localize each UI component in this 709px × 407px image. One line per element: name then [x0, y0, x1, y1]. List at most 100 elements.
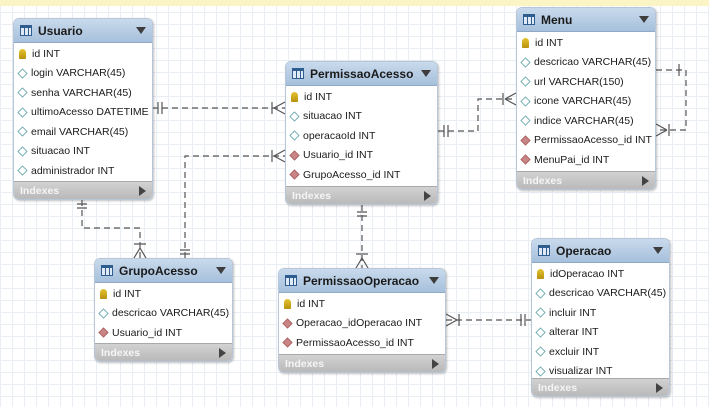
column-row[interactable]: id INT — [286, 87, 437, 107]
column-row[interactable]: id INT — [95, 284, 232, 304]
expand-caret-icon[interactable] — [216, 267, 226, 274]
indexes-label: Indexes — [101, 346, 141, 359]
column-row[interactable]: descricao VARCHAR(45) — [95, 304, 232, 324]
expand-arrow-icon[interactable] — [139, 185, 146, 196]
expand-arrow-icon[interactable] — [432, 358, 439, 369]
table-menu[interactable]: Menu id INT descricao VARCHAR(45) url VA… — [516, 7, 656, 190]
canvas-top-strip — [0, 0, 709, 6]
table-usuario[interactable]: Usuario id INT login VARCHAR(45) senha V… — [13, 18, 153, 200]
foreign-key-icon — [520, 154, 531, 165]
column-row[interactable]: GrupoAcesso_id INT — [286, 165, 437, 185]
attribute-icon — [535, 307, 546, 318]
rel-grupoacesso-permissaoacesso — [184, 155, 285, 258]
table-header[interactable]: Operacao — [532, 239, 669, 263]
column-row[interactable]: senha VARCHAR(45) — [14, 83, 152, 103]
indexes-bar[interactable]: Indexes — [279, 354, 445, 372]
column-label: Usuario_id INT — [303, 149, 374, 162]
column-row[interactable]: PermissaoAcesso_id INT — [279, 333, 445, 353]
column-row[interactable]: id INT — [517, 33, 655, 53]
column-row[interactable]: visualizar INT — [532, 362, 669, 382]
expand-caret-icon[interactable] — [639, 16, 649, 23]
table-header[interactable]: GrupoAcesso — [95, 259, 232, 283]
column-row[interactable]: situacao INT — [14, 142, 152, 162]
column-row[interactable]: indice VARCHAR(45) — [517, 111, 655, 131]
column-row[interactable]: id INT — [14, 44, 152, 64]
expand-caret-icon[interactable] — [653, 247, 663, 254]
table-grupoacesso[interactable]: GrupoAcesso id INT descricao VARCHAR(45)… — [94, 258, 233, 362]
column-label: situacao INT — [31, 145, 90, 158]
attribute-icon — [98, 308, 109, 319]
indexes-bar[interactable]: Indexes — [286, 186, 437, 204]
column-row[interactable]: Usuario_id INT — [286, 146, 437, 166]
table-permissaooperacao[interactable]: PermissaoOperacao id INT Operacao_idOper… — [278, 268, 446, 373]
column-label: senha VARCHAR(45) — [31, 86, 132, 99]
expand-arrow-icon[interactable] — [219, 347, 226, 358]
column-label: id INT — [297, 297, 326, 310]
column-row[interactable]: ultimoAcesso DATETIME — [14, 103, 152, 123]
column-row[interactable]: MenuPai_id INT — [517, 150, 655, 170]
column-row[interactable]: idOperacao INT — [532, 264, 669, 284]
table-operacao[interactable]: Operacao idOperacao INT descricao VARCHA… — [531, 238, 670, 397]
column-label: Operacao_idOperacao INT — [296, 317, 423, 330]
column-label: MenuPai_id INT — [534, 153, 610, 166]
column-row[interactable]: url VARCHAR(150) — [517, 72, 655, 92]
column-row[interactable]: login VARCHAR(45) — [14, 64, 152, 84]
indexes-bar[interactable]: Indexes — [14, 181, 152, 199]
table-header[interactable]: Menu — [517, 8, 655, 32]
column-row[interactable]: operacaoId INT — [286, 126, 437, 146]
column-row[interactable]: administrador INT — [14, 161, 152, 181]
attribute-icon — [535, 366, 546, 377]
column-row[interactable]: excluir INT — [532, 342, 669, 362]
attribute-icon — [520, 115, 531, 126]
column-label: icone VARCHAR(45) — [534, 95, 632, 108]
attribute-icon — [535, 346, 546, 357]
attribute-icon — [17, 68, 28, 79]
indexes-label: Indexes — [523, 174, 563, 187]
column-row[interactable]: email VARCHAR(45) — [14, 122, 152, 142]
expand-arrow-icon[interactable] — [424, 190, 431, 201]
column-label: alterar INT — [549, 326, 599, 339]
column-row[interactable]: incluir INT — [532, 303, 669, 323]
column-label: id INT — [535, 36, 564, 49]
rel-menu-self — [656, 69, 687, 131]
column-label: ultimoAcesso DATETIME — [31, 106, 149, 119]
expand-arrow-icon[interactable] — [642, 175, 649, 186]
column-label: excluir INT — [549, 345, 600, 358]
primary-key-icon — [19, 48, 26, 59]
foreign-key-icon — [520, 135, 531, 146]
column-row[interactable]: descricao VARCHAR(45) — [532, 284, 669, 304]
column-label: descricao VARCHAR(45) — [112, 307, 230, 320]
table-header[interactable]: PermissaoOperacao — [279, 269, 445, 293]
primary-key-icon — [537, 268, 544, 279]
attribute-icon — [17, 126, 28, 137]
foreign-key-icon — [282, 318, 293, 329]
column-label: situacao INT — [303, 110, 362, 123]
indexes-bar[interactable]: Indexes — [95, 343, 232, 361]
column-row[interactable]: icone VARCHAR(45) — [517, 92, 655, 112]
expand-arrow-icon[interactable] — [656, 382, 663, 393]
column-label: visualizar INT — [549, 365, 613, 378]
column-row[interactable]: descricao VARCHAR(45) — [517, 53, 655, 73]
expand-caret-icon[interactable] — [421, 70, 431, 77]
column-row[interactable]: Operacao_idOperacao INT — [279, 314, 445, 334]
column-row[interactable]: Usuario_id INT — [95, 323, 232, 343]
column-label: email VARCHAR(45) — [31, 125, 129, 138]
primary-key-icon — [522, 37, 529, 48]
table-permissaoacesso[interactable]: PermissaoAcesso id INT situacao INT oper… — [285, 61, 438, 205]
indexes-bar[interactable]: Indexes — [517, 171, 655, 189]
primary-key-icon — [284, 298, 291, 309]
column-row[interactable]: id INT — [279, 294, 445, 314]
table-icon — [523, 14, 535, 25]
column-row[interactable]: situacao INT — [286, 107, 437, 127]
table-icon — [538, 245, 550, 256]
expand-caret-icon[interactable] — [429, 277, 439, 284]
foreign-key-icon — [289, 169, 300, 180]
expand-caret-icon[interactable] — [136, 27, 146, 34]
attribute-icon — [17, 87, 28, 98]
column-row[interactable]: alterar INT — [532, 323, 669, 343]
table-header[interactable]: PermissaoAcesso — [286, 62, 437, 86]
table-header[interactable]: Usuario — [14, 19, 152, 43]
indexes-bar[interactable]: Indexes — [532, 378, 669, 396]
column-row[interactable]: PermissaoAcesso_id INT — [517, 131, 655, 151]
attribute-icon — [520, 57, 531, 68]
